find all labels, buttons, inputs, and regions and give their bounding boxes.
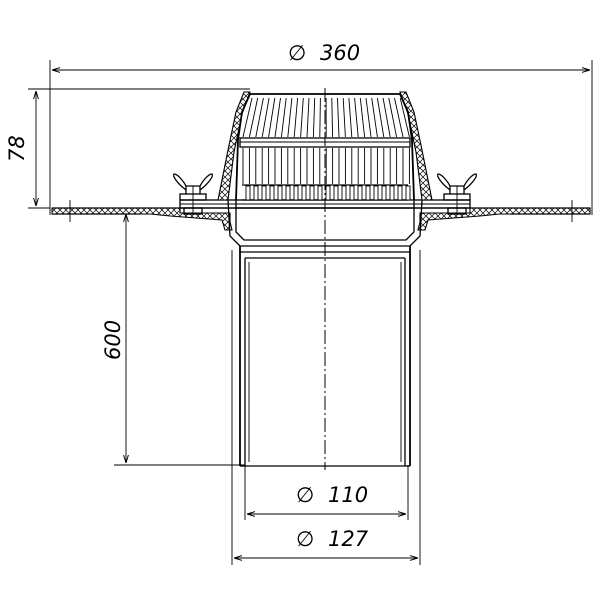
grate-tooth <box>341 185 347 201</box>
grate-tooth <box>381 185 387 201</box>
dimension-height: 78 <box>5 88 250 209</box>
grate-tooth <box>333 185 339 201</box>
grate-tooth <box>245 185 251 201</box>
inner-diameter-symbol: ∅ <box>296 483 314 507</box>
grate-tooth <box>261 185 267 201</box>
grate-slot-line <box>268 97 276 138</box>
grate-slot-line <box>337 97 340 138</box>
wing-nut-right <box>436 173 478 215</box>
grate-tooth <box>293 185 299 201</box>
grate-slot-line <box>354 97 359 138</box>
pipe-length-value: 600 <box>101 320 125 360</box>
overall-diameter-symbol: ∅ <box>288 41 306 65</box>
dimension-inner-diameter: ∅ 110 <box>244 465 409 520</box>
grate-tooth <box>349 185 355 201</box>
drain-body <box>217 91 433 247</box>
grate-slot-line <box>382 97 391 138</box>
grate-tooth <box>389 185 395 201</box>
grate-slot-line <box>331 97 334 138</box>
grate-tooth <box>301 185 307 201</box>
height-value: 78 <box>5 135 29 162</box>
grate-slot-line <box>359 97 366 138</box>
grate-slot-line <box>348 97 353 138</box>
grate-tooth <box>317 185 323 201</box>
grate-slot-line <box>274 97 281 138</box>
grate-slot-line <box>376 97 385 138</box>
grate-slot-line <box>287 97 293 138</box>
grate-teeth <box>245 185 411 201</box>
grate-tooth <box>309 185 315 201</box>
grate-tooth <box>357 185 363 201</box>
grate-slot-line <box>242 97 253 138</box>
grate-slot-line <box>261 97 270 138</box>
grate-slot-line <box>300 97 304 138</box>
grate-slot-line <box>306 97 310 138</box>
outer-diameter-symbol: ∅ <box>296 527 314 551</box>
grate-tooth <box>277 185 283 201</box>
grate-slot-line <box>365 97 372 138</box>
grate-slot-line <box>399 97 410 138</box>
grate-tooth <box>365 185 371 201</box>
flange <box>51 200 591 231</box>
grate-slots-lower <box>242 148 410 184</box>
inner-diameter-value: 110 <box>328 483 368 507</box>
wing-nut-left <box>172 173 214 215</box>
dimension-overall-diameter: ∅ 360 <box>49 41 593 215</box>
dimension-pipe-length: 600 <box>101 214 245 466</box>
grate-slot-line <box>255 97 264 138</box>
grate-slot-line <box>293 97 299 138</box>
grate-slot-line <box>371 97 378 138</box>
grate-tooth <box>253 185 259 201</box>
grate-tooth <box>397 185 403 201</box>
dimension-outer-diameter: ∅ 127 <box>231 250 421 565</box>
grate-tooth <box>269 185 275 201</box>
grate-tooth <box>325 185 331 201</box>
grate-slot-line <box>280 97 287 138</box>
grate-slot-line <box>312 97 316 138</box>
grate-slot-line <box>319 97 321 138</box>
overall-diameter-value: 360 <box>320 41 360 65</box>
grate-slots-upper <box>242 97 410 138</box>
grate-slot-line <box>342 97 346 138</box>
grate-tooth <box>373 185 379 201</box>
grate-tooth <box>405 185 411 201</box>
outer-diameter-value: 127 <box>328 527 369 551</box>
grate-tooth <box>285 185 291 201</box>
grate-slot-line <box>248 97 259 138</box>
grate-slot-line <box>394 97 404 138</box>
grate-slot-line <box>388 97 398 138</box>
